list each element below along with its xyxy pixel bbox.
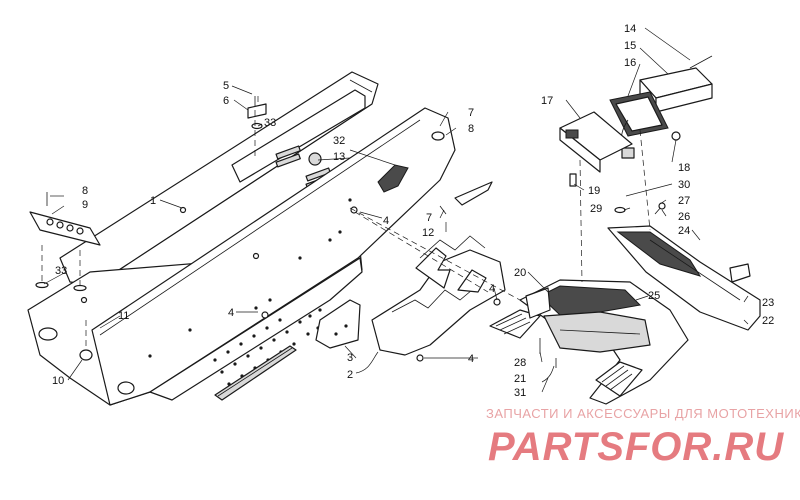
callout-22: 22 bbox=[762, 315, 774, 327]
alignment-lines bbox=[41, 96, 651, 350]
small-hardware-left bbox=[29, 96, 506, 362]
callout-25: 25 bbox=[648, 290, 660, 302]
callout-12: 12 bbox=[422, 227, 434, 239]
step-pad-right bbox=[601, 365, 633, 391]
callout-31: 31 bbox=[514, 387, 526, 399]
callout-20: 20 bbox=[514, 267, 526, 279]
tail-assembly bbox=[489, 55, 761, 405]
callout-15: 15 bbox=[624, 40, 636, 52]
callout-6: 6 bbox=[223, 95, 229, 107]
callout-33: 33 bbox=[55, 265, 67, 277]
callout-11: 11 bbox=[118, 310, 129, 322]
callout-27: 27 bbox=[678, 195, 690, 207]
callout-24: 24 bbox=[678, 225, 690, 237]
step-pad-left bbox=[495, 313, 531, 335]
callout-29: 29 bbox=[590, 203, 602, 215]
callout-18: 18 bbox=[678, 162, 690, 174]
callout-1: 1 bbox=[150, 195, 156, 207]
callout-13: 13 bbox=[333, 151, 345, 163]
callout-9: 9 bbox=[82, 199, 88, 211]
callout-17: 17 bbox=[541, 95, 553, 107]
watermark-logo: PARTSFOR.RU bbox=[488, 425, 784, 469]
callout-7: 7 bbox=[468, 107, 474, 119]
callout-32: 32 bbox=[333, 135, 345, 147]
callout-8: 8 bbox=[82, 185, 88, 197]
leader-lines bbox=[43, 27, 749, 393]
callout-3: 3 bbox=[347, 352, 353, 364]
callout-4: 4 bbox=[468, 353, 474, 365]
callout-7: 7 bbox=[426, 212, 432, 224]
callout-30: 30 bbox=[678, 179, 690, 191]
callout-10: 10 bbox=[52, 375, 64, 387]
callout-4: 4 bbox=[383, 215, 389, 227]
callout-21: 21 bbox=[514, 373, 526, 385]
callout-5: 5 bbox=[223, 80, 229, 92]
tunnel-assembly bbox=[27, 71, 456, 406]
watermark-tagline: ЗАПЧАСТИ И АКСЕССУАРЫ ДЛЯ МОТОТЕХНИКИ bbox=[486, 406, 800, 421]
callout-33: 33 bbox=[264, 117, 276, 129]
callout-16: 16 bbox=[624, 57, 636, 69]
callout-28: 28 bbox=[514, 357, 526, 369]
callout-23: 23 bbox=[762, 297, 774, 309]
callout-19: 19 bbox=[588, 185, 600, 197]
watermark: ЗАПЧАСТИ И АКСЕССУАРЫ ДЛЯ МОТОТЕХНИКИ PA… bbox=[486, 406, 800, 469]
callout-4: 4 bbox=[228, 307, 234, 319]
callout-2: 2 bbox=[347, 369, 353, 381]
callout-26: 26 bbox=[678, 211, 690, 223]
callout-8: 8 bbox=[468, 123, 474, 135]
callout-4: 4 bbox=[489, 283, 495, 295]
callout-14: 14 bbox=[624, 23, 636, 35]
callout-labels: 1 2 3 4 4 4 4 5 6 7 7 8 8 9 10 11 12 13 … bbox=[52, 23, 774, 399]
